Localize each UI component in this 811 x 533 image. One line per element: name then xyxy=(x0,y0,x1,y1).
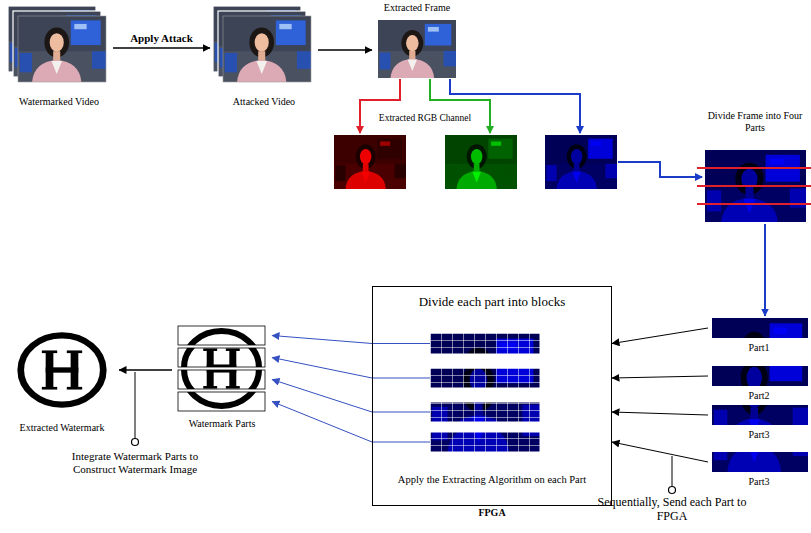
extracted-watermark-image xyxy=(14,330,110,410)
frame-node: Extracted Frame xyxy=(372,2,462,82)
frame-border xyxy=(18,16,106,82)
divide-frame-node: Divide Frame into Four Parts xyxy=(700,110,810,224)
grid-image xyxy=(430,362,540,442)
send-arrow xyxy=(612,328,708,344)
flow-arrow xyxy=(318,49,372,51)
blue-channel-image xyxy=(545,135,617,189)
integrate-arrow xyxy=(119,369,172,371)
watermark-parts-node: Watermark Parts xyxy=(172,322,272,430)
video-stack-node: Watermarked Video xyxy=(5,4,113,108)
grid-lines xyxy=(430,368,540,388)
box-note: Apply the Extracting Algorithm on each P… xyxy=(373,474,611,487)
caption: Part1 xyxy=(708,342,810,354)
box-title: Divide each part into blocks xyxy=(373,294,611,310)
grid-image xyxy=(430,372,540,452)
result-arrow xyxy=(272,402,372,443)
green-channel-image xyxy=(445,135,517,189)
flow-arrow xyxy=(764,224,766,316)
divide-line xyxy=(697,167,811,169)
leader-integrate xyxy=(132,372,139,446)
red-arrow xyxy=(360,79,400,133)
grid-image xyxy=(430,348,540,428)
leader-sequential xyxy=(669,456,676,494)
caption: Watermarked Video xyxy=(5,96,113,108)
strip-border xyxy=(178,392,265,411)
caption: Watermark Parts xyxy=(172,418,272,430)
frame-border xyxy=(223,16,311,82)
extracted-frame-image xyxy=(378,20,456,78)
fpga-box: Divide each part into blocksApply the Ex… xyxy=(372,286,612,506)
video-frame xyxy=(223,16,311,82)
divide-line xyxy=(697,185,811,187)
send-arrow xyxy=(612,376,708,378)
caption: Part3 xyxy=(708,429,810,441)
grid-lines xyxy=(430,333,540,354)
part-node: Part1 xyxy=(708,316,810,354)
leader-line xyxy=(135,372,136,439)
strip-border xyxy=(178,326,265,345)
strip-border xyxy=(178,370,265,389)
send-arrow xyxy=(612,412,708,415)
part-node: Part3 xyxy=(708,403,810,441)
caption: Extracted Watermark xyxy=(5,422,119,434)
send-arrow xyxy=(612,442,708,462)
video-stack xyxy=(8,6,106,82)
leader-line xyxy=(672,456,673,487)
video-stack-node: Attacked Video xyxy=(210,4,318,108)
callout-note: Sequentially, Send each Part to FPGA xyxy=(590,496,754,524)
green-arrow xyxy=(430,79,490,133)
grid-out-line xyxy=(373,412,430,413)
video-frame xyxy=(18,16,106,82)
blue-arrow xyxy=(450,79,580,133)
divide-lines xyxy=(697,168,811,204)
channel-label: Extracted RGB Channel xyxy=(370,113,480,124)
video-stack xyxy=(213,6,311,82)
edge-label: Apply Attack xyxy=(128,32,195,45)
grid-out-line xyxy=(373,442,430,443)
leader-dot xyxy=(669,487,676,494)
grid-out-lines xyxy=(373,344,430,443)
caption: Part3 xyxy=(708,476,810,488)
leader-dot xyxy=(132,439,139,446)
heading: Extracted Frame xyxy=(372,2,462,14)
result-arrow xyxy=(272,358,372,379)
caption: Part2 xyxy=(708,390,810,402)
blue-arrow xyxy=(618,162,702,177)
grid-out-line xyxy=(373,378,430,379)
watermark-strip xyxy=(178,335,265,411)
result-arrow xyxy=(272,336,372,344)
part-node: Part2 xyxy=(708,364,810,402)
red-channel-image xyxy=(334,135,406,189)
grid-lines xyxy=(430,432,540,452)
part-node: Part3 xyxy=(708,450,810,488)
heading: Divide Frame into Four Parts xyxy=(700,110,810,134)
attack-arrow xyxy=(113,47,210,49)
strip-border xyxy=(178,348,265,367)
block-grids xyxy=(430,333,540,452)
callout-note: Integrate Watermark Parts to Construct W… xyxy=(55,450,215,476)
box-label: FPGA xyxy=(373,507,611,519)
grid-out-line xyxy=(373,343,430,344)
extracted-watermark-node: Extracted Watermark xyxy=(5,326,119,434)
grid-lines xyxy=(430,402,540,422)
watermark-parts-image xyxy=(178,326,265,411)
divide-line xyxy=(697,203,811,205)
caption: Attacked Video xyxy=(210,96,318,108)
